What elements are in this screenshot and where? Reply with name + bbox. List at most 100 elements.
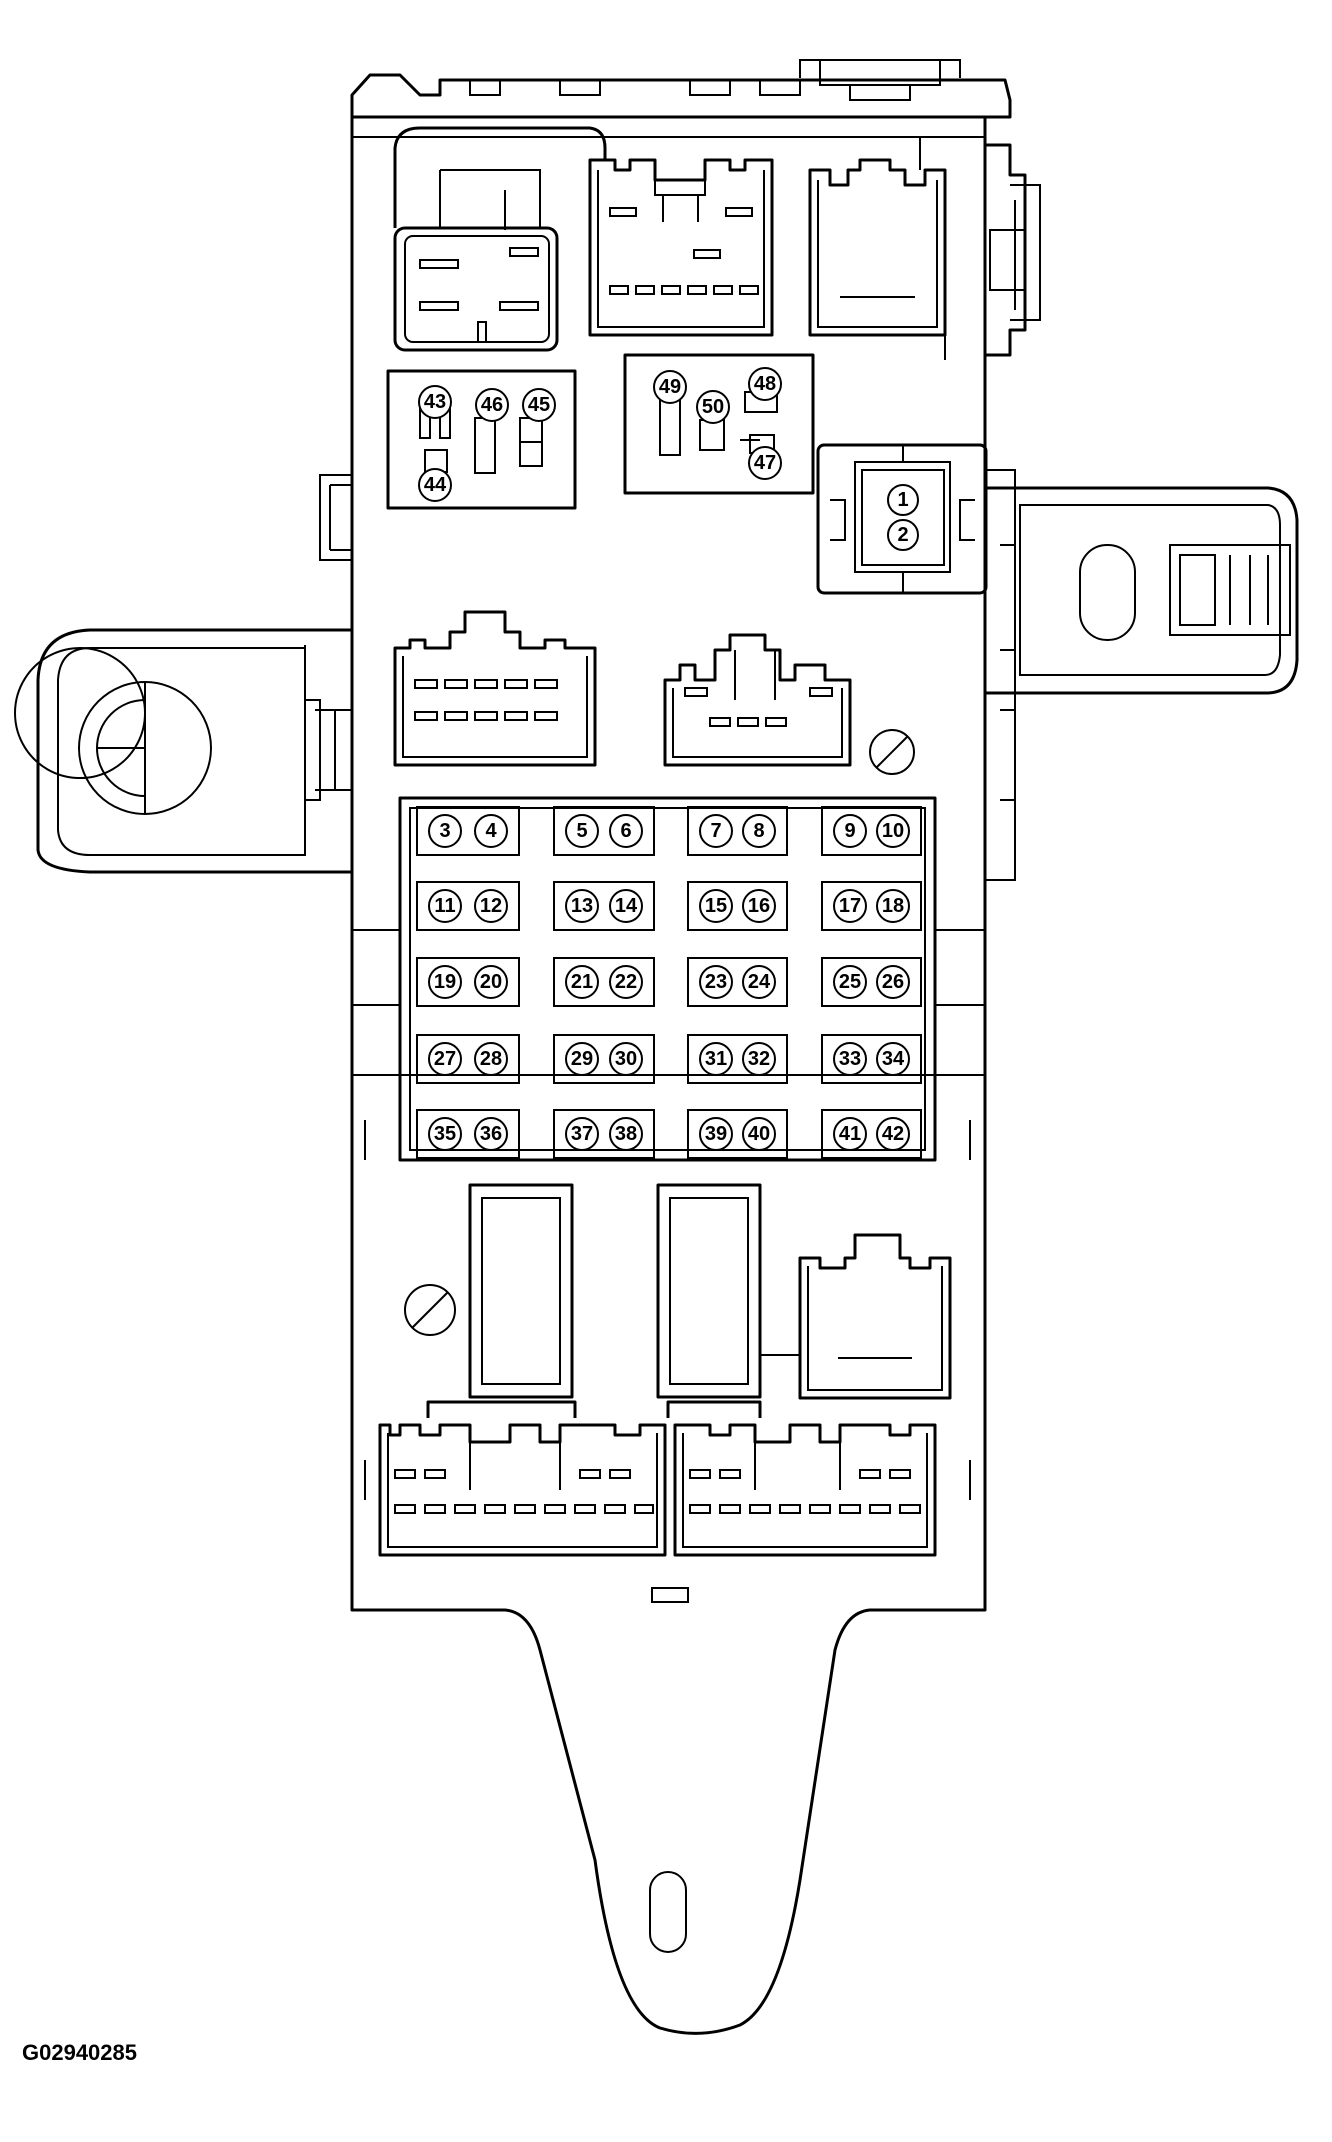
fuse-circle: [428, 965, 462, 999]
relay-label: 47: [754, 452, 776, 474]
connector-pin-label: 2: [897, 524, 908, 546]
bottom-right-connector: [666, 1400, 937, 1557]
fuse-10: 10: [876, 814, 910, 848]
fuse-label: 27: [434, 1048, 456, 1070]
fuse-cell: [553, 806, 655, 856]
fuse-circle: [699, 814, 733, 848]
fuse-25: 25: [833, 965, 867, 999]
fuse-circle: [428, 814, 462, 848]
fuse-33: 33: [833, 1042, 867, 1076]
top-right-relay: [808, 137, 947, 360]
relay-circle: [653, 370, 687, 404]
relay-47: 47: [748, 446, 782, 480]
fuse-circle: [876, 965, 910, 999]
fuse-21: 21: [565, 965, 599, 999]
fuse-31: 31: [699, 1042, 733, 1076]
fuse-circle: [876, 889, 910, 923]
relay-circle: [475, 388, 509, 422]
fuse-label: 36: [480, 1123, 502, 1145]
fuse-panel: [398, 796, 937, 1162]
fuse-circle: [833, 1117, 867, 1151]
fuse-label: 4: [485, 820, 497, 842]
fuse-27: 27: [428, 1042, 462, 1076]
fuse-circle: [742, 965, 776, 999]
middle-right-connector: [663, 633, 852, 767]
fuse-6: 6: [609, 814, 643, 848]
fuse-cell: [687, 1034, 788, 1084]
relay-46: 46: [475, 388, 509, 422]
fuse-label: 18: [882, 895, 904, 917]
fuse-circle: [742, 889, 776, 923]
top-right-bracket: [985, 143, 1041, 357]
fuse-circle: [428, 1042, 462, 1076]
relay-45: 45: [522, 388, 556, 422]
relay-label: 50: [702, 396, 724, 418]
fuse-4: 4: [474, 814, 508, 848]
fuse-label: 34: [882, 1048, 905, 1070]
fuse-circle: [565, 814, 599, 848]
fuse-label: 16: [748, 895, 770, 917]
fuse-circle: [474, 814, 508, 848]
fuse-40: 40: [742, 1117, 776, 1151]
fuse-label: 37: [571, 1123, 593, 1145]
housing-outline: [350, 59, 1012, 2035]
fuse-30: 30: [609, 1042, 643, 1076]
fuse-cell: [416, 881, 520, 931]
connector-pin-label: 1: [897, 489, 908, 511]
fuse-5: 5: [565, 814, 599, 848]
fuse-label: 5: [576, 820, 587, 842]
fuse-label: 35: [434, 1123, 456, 1145]
fuse-12: 12: [474, 889, 508, 923]
fuse-label: 14: [615, 895, 638, 917]
relay-circle: [748, 446, 782, 480]
mounting-slot: [649, 1871, 687, 1953]
fuse-7: 7: [699, 814, 733, 848]
fuse-38: 38: [609, 1117, 643, 1151]
screw-icon-upper: [869, 729, 915, 775]
fuse-circle: [833, 889, 867, 923]
fuse-14: 14: [609, 889, 643, 923]
fuse-label: 42: [882, 1123, 904, 1145]
fuse-circle: [609, 889, 643, 923]
fuse-29: 29: [565, 1042, 599, 1076]
right-bracket: [985, 469, 1299, 881]
fuse-label: 15: [705, 895, 727, 917]
fuse-label: 32: [748, 1048, 770, 1070]
lower-tall-relay-right: [656, 1183, 762, 1399]
relay-44: 44: [418, 468, 452, 502]
fuse-label: 3: [439, 820, 450, 842]
fuse-circle: [876, 1117, 910, 1151]
fuse-circle: [565, 965, 599, 999]
fuse-circle: [428, 1117, 462, 1151]
fuse-cell: [416, 1034, 520, 1084]
fuse-label: 22: [615, 971, 637, 993]
relay-label: 46: [481, 394, 503, 416]
fuse-34: 34: [876, 1042, 910, 1076]
fuse-label: 24: [748, 971, 771, 993]
fuse-label: 40: [748, 1123, 770, 1145]
fuse-label: 39: [705, 1123, 727, 1145]
fuse-circle: [833, 965, 867, 999]
fuse-9: 9: [833, 814, 867, 848]
connector-pin-2: 2: [887, 519, 919, 551]
fuse-cell: [687, 881, 788, 931]
relay-label: 43: [424, 391, 446, 413]
fuse-label: 10: [882, 820, 904, 842]
fuse-circle: [699, 1042, 733, 1076]
fuse-22: 22: [609, 965, 643, 999]
fuse-circle: [742, 1042, 776, 1076]
fuse-37: 37: [565, 1117, 599, 1151]
fuse-cell: [821, 806, 922, 856]
relay-50: 50: [696, 390, 730, 424]
relay-circle: [522, 388, 556, 422]
fuse-8: 8: [742, 814, 776, 848]
fuse-cell: [416, 957, 520, 1007]
relay-label: 49: [659, 376, 681, 398]
relay-49: 49: [653, 370, 687, 404]
fuse-label: 29: [571, 1048, 593, 1070]
fuse-circle: [699, 889, 733, 923]
left-bracket: [14, 474, 353, 874]
fuse-19: 19: [428, 965, 462, 999]
